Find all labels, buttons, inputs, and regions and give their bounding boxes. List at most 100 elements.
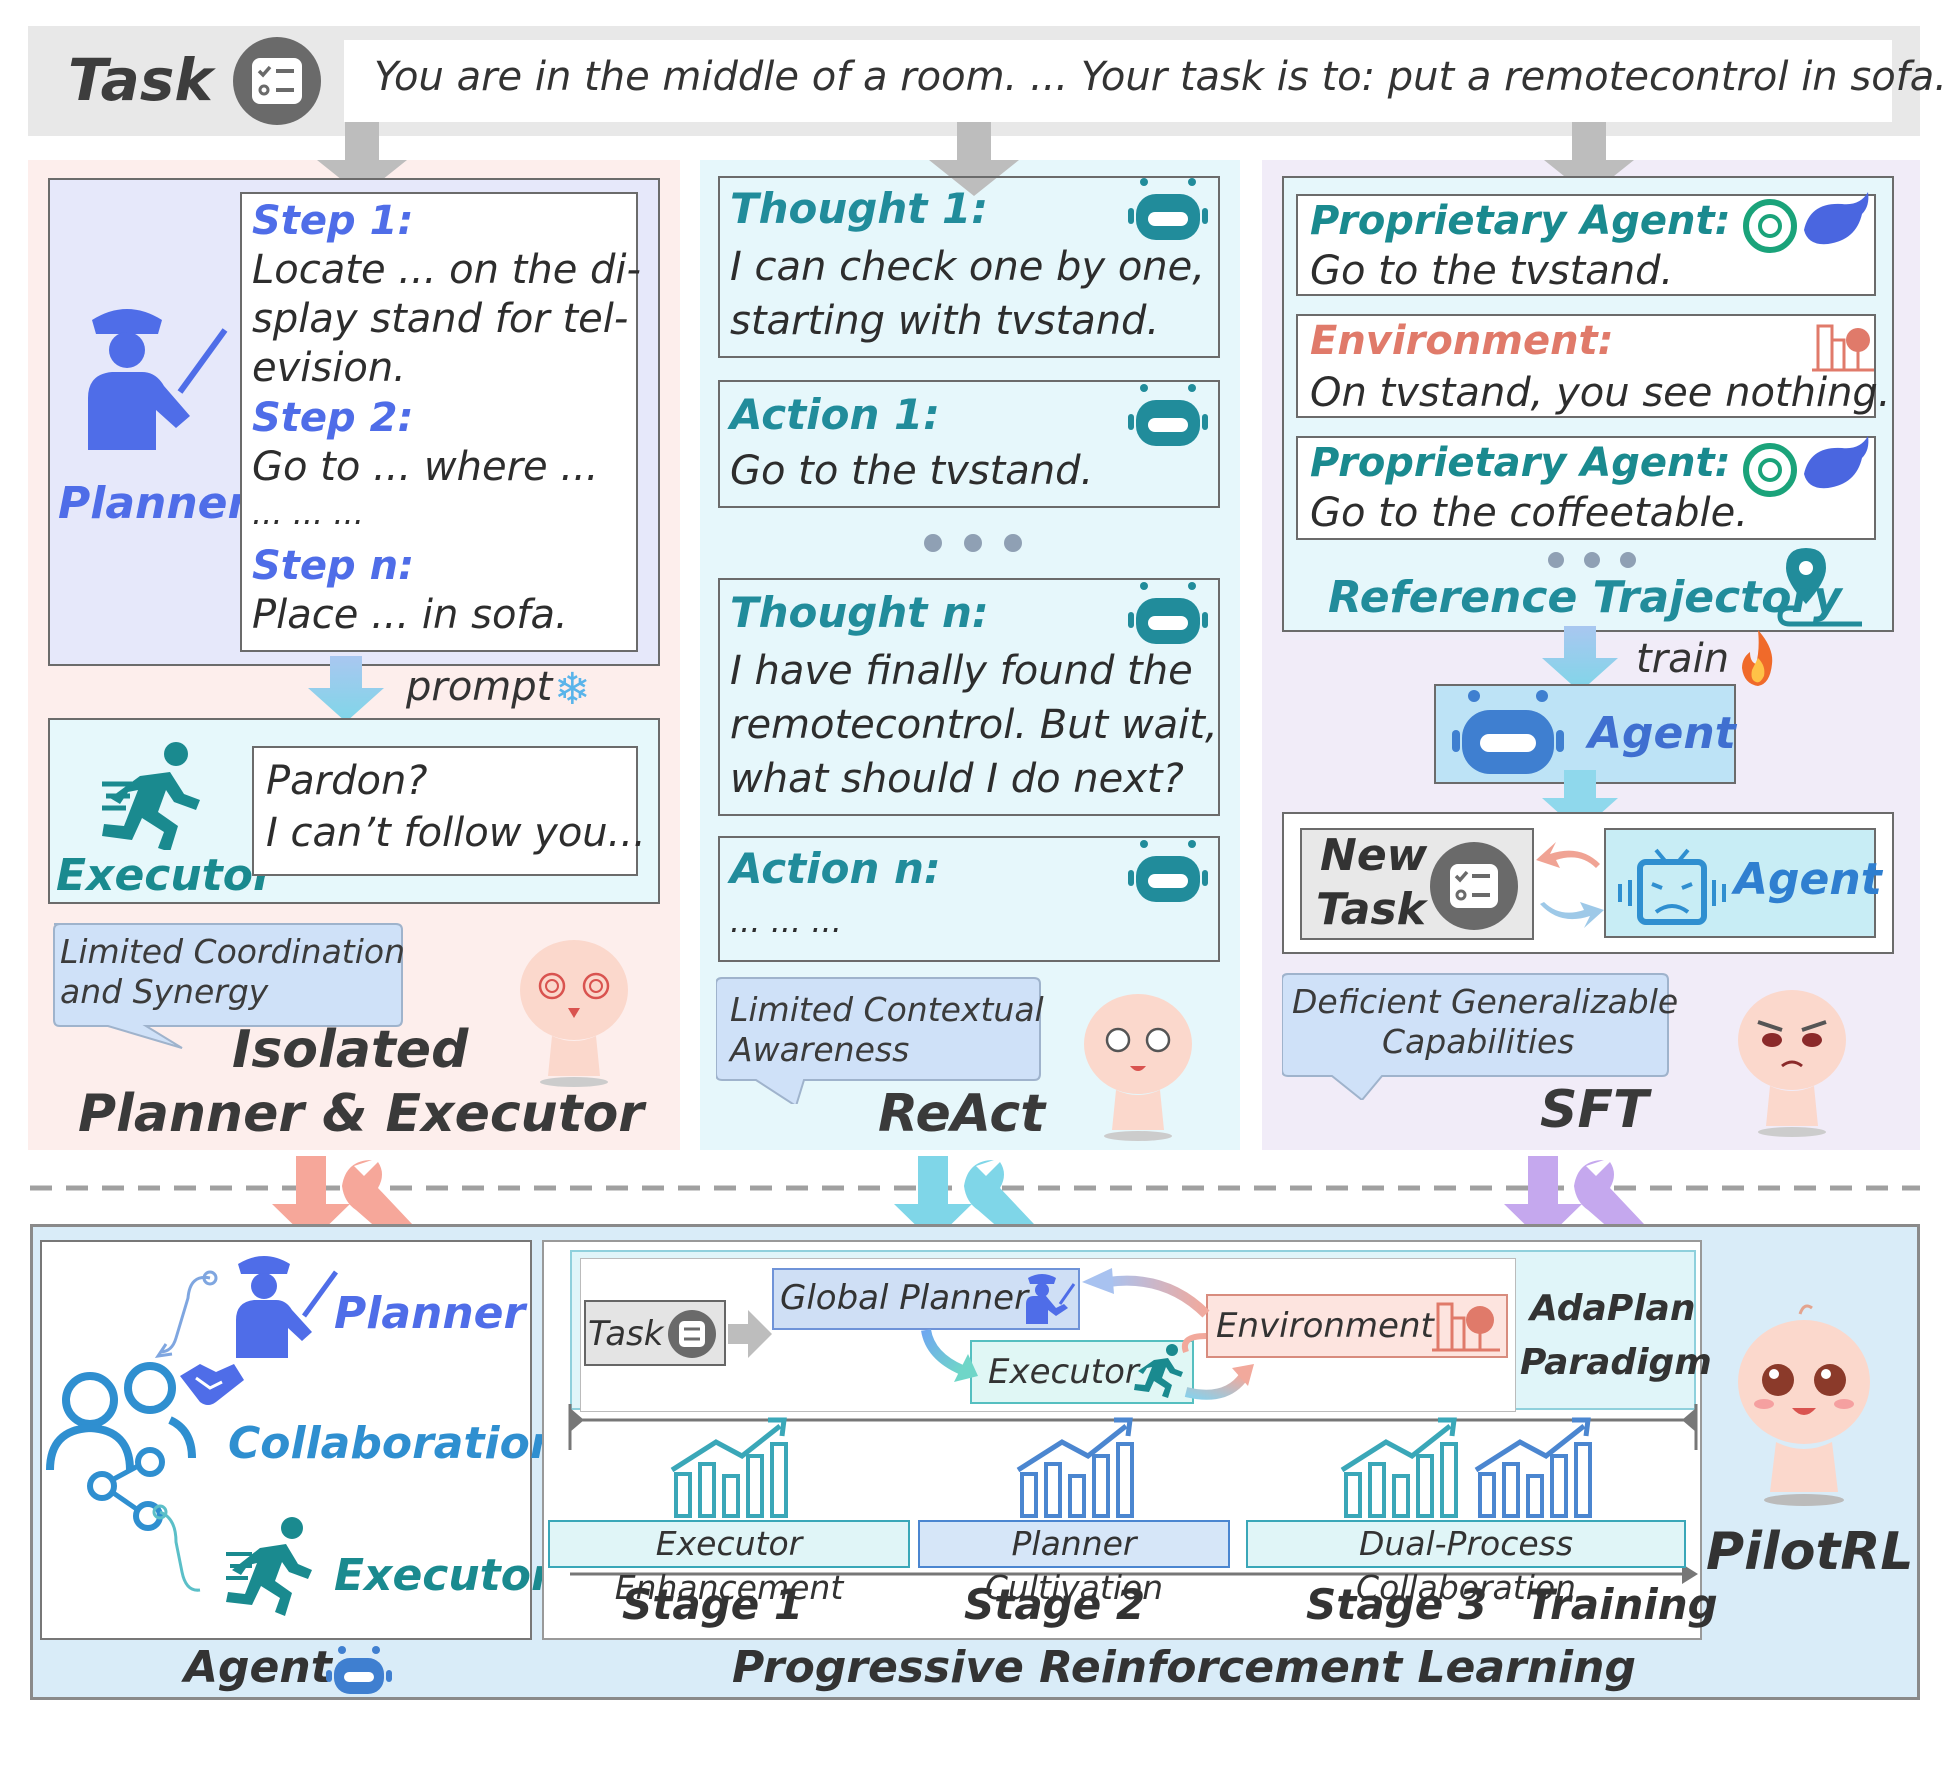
thoughtn-line1: I have finally found the [730,648,1193,694]
environment-building-icon [1432,1302,1500,1352]
checklist-icon [233,37,321,125]
actionn-label: Action n: [730,844,941,893]
task-right-arrow [728,1310,772,1358]
isolated-speech-bubble [53,923,403,1049]
environment-box [1296,314,1876,418]
prop-agent-label-2: Proprietary Agent: [1310,440,1731,486]
users-network-icon [46,1362,196,1531]
stage-box-dual-process: Dual-Process Collaboration [1246,1520,1686,1607]
agent-title: Agent [184,1642,332,1693]
new-task-checklist-icon [1430,842,1518,930]
fire-icon [1742,630,1773,686]
train-down-arrow [1542,626,1618,692]
stage1-label: Stage 1 [622,1580,804,1629]
actionn-box [718,836,1220,962]
executor-runner-icon-small [226,1517,312,1616]
isolated-title-line1: Isolated [232,1020,469,1080]
react-bubble-line2: Awareness [730,1030,910,1069]
angry-baby-icon [1738,990,1846,1137]
stage3-label: Stage 3 [1306,1580,1488,1629]
confused-agent-label: Agent [1734,854,1882,905]
thoughtn-box [718,578,1220,816]
sad-robot-icon [1618,848,1726,925]
thoughtn-line3: what should I do next? [730,756,1184,802]
thoughtn-label: Thought n: [730,588,989,637]
thought1-line1: I can check one by one, [730,244,1205,290]
prop-agent-text-2: Go to the coffeetable. [1310,490,1748,536]
agent-robot-icon [1452,690,1564,774]
step2-text: Go to ... where ... [252,444,599,490]
stage2-label: Stage 2 [964,1580,1146,1629]
train-label: train [1636,636,1730,682]
growth-chart-icon-3 [1340,1417,1458,1518]
executor-label: Executor [56,850,275,901]
planner-steps-box [240,192,638,652]
planner-label: Planner [58,478,250,529]
thought1-box [718,176,1220,358]
growth-chart-icon-4 [1474,1417,1592,1518]
growth-chart-icon-1 [670,1417,788,1518]
executor-reply-line2: I can’t follow you... [266,810,646,856]
executor-reply-line1: Pardon? [266,758,428,804]
adaplan-label-line2: Paradigm [1520,1342,1712,1383]
action1-text: Go to the tvstand. [730,448,1094,494]
pilot-planner-label: Planner [334,1288,526,1339]
new-task-line2: Task [1316,884,1426,935]
prl-title: Progressive Reinforcement Learning [732,1642,1636,1693]
executor-reply-box [252,746,638,876]
action1-box [718,380,1220,508]
prop-agent-text-1: Go to the tvstand. [1310,248,1674,294]
task-title: Task [68,46,213,114]
environment-label-small: Environment [1216,1306,1434,1346]
prop-agent-label-1: Proprietary Agent: [1310,198,1731,244]
happy-baby-icon [1738,1304,1870,1506]
step2-label: Step 2: [252,395,414,441]
environment-text: On tvstand, you see nothing. [1310,370,1891,416]
react-title: ReAct [878,1084,1046,1144]
planner-pointer-icon [88,309,228,450]
runner-icon [102,742,200,850]
new-task-line1: New [1320,830,1428,881]
isolated-bubble-line2: and Synergy [60,972,269,1011]
snowflake-icon: ❄ [554,664,591,715]
adaplan-task-label: Task [588,1314,664,1354]
robot-icon-1 [1128,178,1208,240]
pilotrl-title: PilotRL [1706,1522,1914,1582]
thought1-line2: starting with tvstand. [730,298,1160,344]
executor-box-small [970,1340,1194,1404]
task-text-box [344,40,1892,122]
actionn-text: ... ... ... [730,902,842,940]
stepn-text: Place ... in sofa. [252,592,568,638]
stage-box-executor-enhancement: Executor Enhancement [548,1520,910,1607]
stepn-label: Step n: [252,543,415,589]
handshake-icon [180,1364,244,1405]
react-bubble-line1: Limited Contextual [730,990,1044,1029]
adaplan-label-line1: AdaPlan [1530,1288,1696,1329]
steps-ellipsis: ... ... ... [252,494,364,532]
react-speech-bubble [716,977,1041,1104]
thought1-label: Thought 1: [730,184,988,233]
training-label: Training [1526,1580,1718,1629]
dizzy-baby-icon [520,940,628,1087]
sft-bubble-line1: Deficient Generalizable [1292,982,1679,1021]
isolated-bubble-line1: Limited Coordination [60,932,406,971]
isolated-title-line2: Planner & Executor [78,1084,644,1144]
openai-logo-icon [1743,199,1797,497]
environment-box-small [1206,1294,1508,1358]
global-planner-icon [1026,1274,1076,1324]
whale-logo-icon [1804,192,1869,489]
sft-bubble-line2: Capabilities [1382,1022,1575,1061]
swap-arrows-icon [1536,842,1604,928]
shocked-baby-icon [1084,994,1192,1141]
react-ellipsis-dots [924,534,1022,552]
pilot-executor-label: Executor [334,1550,553,1601]
building-tree-icon [1812,324,1874,372]
thoughtn-line2: remotecontrol. But wait, [730,702,1218,748]
sft-title: SFT [1540,1080,1649,1140]
reference-trajectory-label: Reference Trajectory [1328,572,1842,623]
planner-pointer-icon-small [236,1256,339,1358]
global-planner-label: Global Planner [780,1278,1029,1318]
location-pin-icon [1777,548,1862,627]
